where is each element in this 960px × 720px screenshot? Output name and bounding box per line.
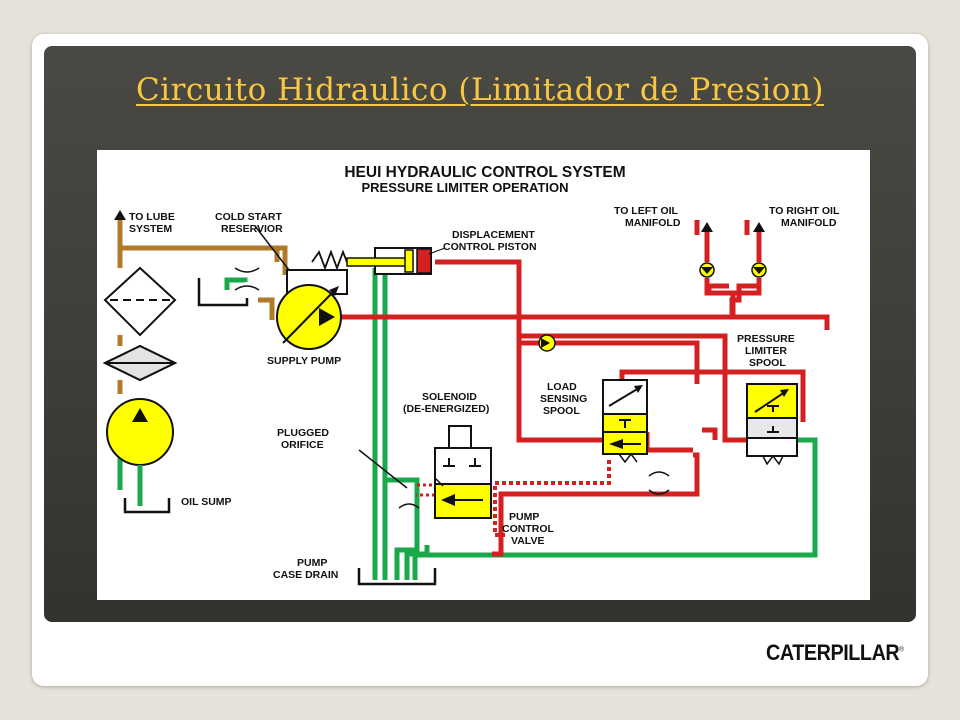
cold-start-label-2: RESERVIOR [221,223,283,235]
left-check-ball-icon [701,267,713,274]
to-lube-label-2: SYSTEM [129,223,172,235]
diagram-labels: TO LUBE SYSTEM COLD START RESERVIOR DISP… [129,205,840,581]
load-sensing-label: LOAD [547,381,577,393]
pressure-limiter-spool [746,383,798,466]
slide-title: Circuito Hidraulico (Limitador de Presio… [135,72,825,108]
right-check-ball-icon [753,267,765,274]
solenoid-label: SOLENOID [422,391,477,403]
pump-control-valve-label-3: VALVE [511,535,544,547]
right-manifold-label-2: MANIFOLD [781,217,837,229]
pressure-limiter-label: PRESSURE [737,333,795,345]
case-drain-label: PUMP [297,557,327,569]
plugged-orifice-label-2: ORIFICE [281,439,324,451]
pump-control-valve-label: PUMP [509,511,539,523]
displacement-piston-rod [346,257,408,267]
pressure-limiter-label-2: LIMITER [745,345,787,357]
caterpillar-logo: CATERPILLAR® [766,640,904,666]
diagram-title: HEUI HYDRAULIC CONTROL SYSTEM [344,164,625,181]
cold-start-label: COLD START [215,211,282,223]
load-sensing-label-3: SPOOL [543,405,580,417]
supply-pump-arrow-icon [319,308,335,326]
right-manifold-label: TO RIGHT OIL [769,205,840,217]
to-lube-arrow-icon [114,210,126,220]
variable-displacement-arrow-icon [329,286,339,296]
to-lube-label: TO LUBE [129,211,175,223]
oil-sump-icon [123,498,171,514]
main-check-ball-icon [541,338,550,348]
logo-text: CATERPILLAR [766,640,900,665]
case-drain-label-2: CASE DRAIN [273,569,338,581]
registered-mark: ® [899,646,904,654]
cold-start-orifice-icon [234,267,260,291]
plugged-orifice-label: PLUGGED [277,427,329,439]
case-drain-tank-icon [357,568,437,586]
left-manifold-label-2: MANIFOLD [625,217,681,229]
cold-start-reservoir-icon [197,278,249,307]
high-pressure-circuit [340,220,830,557]
supply-pump-label: SUPPLY PUMP [267,355,341,367]
plugged-orifice-arrow [358,449,408,489]
displacement-label-arrow [428,247,446,255]
manifold-tee [704,278,762,317]
pump-control-signal-line [493,460,611,537]
left-manifold-arrow-icon [701,222,713,232]
drain-circuit [117,268,818,580]
diagram-subtitle: PRESSURE LIMITER OPERATION [361,180,568,195]
displacement-label-2: CONTROL PISTON [443,241,537,253]
pump-control-valve [434,425,492,519]
pump-spring-icon [311,249,348,271]
hydraulic-diagram: HEUI HYDRAULIC CONTROL SYSTEM PRESSURE L… [97,150,870,600]
transfer-pump-arrow-icon [132,408,148,422]
solenoid-label-2: (DE-ENERGIZED) [403,403,489,415]
pump-control-orifice-icon [398,503,420,509]
pump-control-valve-label-2: CONTROL [502,523,554,535]
load-sensing-orifice-icon [648,471,670,495]
reservoir-arrow [254,225,290,271]
load-sensing-label-2: SENSING [540,393,587,405]
variable-displacement-arrow [282,289,336,344]
displacement-piston-pressure [416,248,432,274]
displacement-label: DISPLACEMENT [452,229,535,241]
pressure-limiter-label-3: SPOOL [749,357,786,369]
right-manifold-arrow-icon [753,222,765,232]
lube-filter-icon [103,266,177,337]
left-manifold-label: TO LEFT OIL [614,205,679,217]
displacement-piston-head [404,249,414,273]
load-sensing-spool [602,379,648,464]
oil-sump-label: OIL SUMP [181,496,232,508]
